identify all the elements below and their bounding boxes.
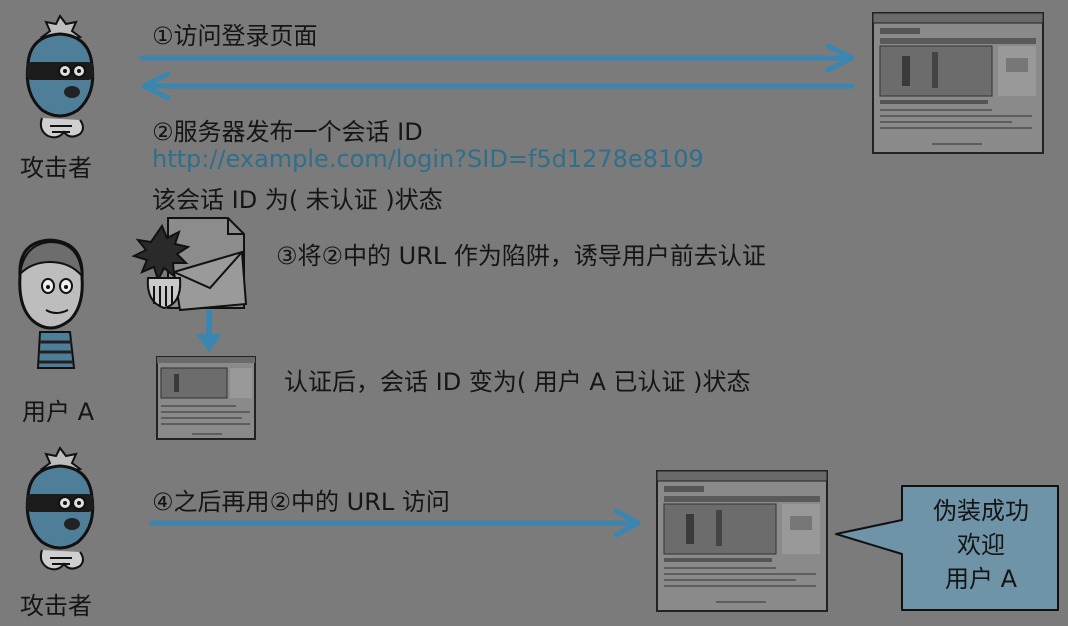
bubble-line1: 伪装成功 xyxy=(933,497,1029,525)
browser-page-icon xyxy=(872,12,1044,154)
arrow-icon xyxy=(196,310,222,352)
speech-bubble-icon xyxy=(835,485,1059,611)
step1-label: ①访问登录页面 xyxy=(152,22,318,50)
state-unauth-label: 该会话 ID 为( 未认证 )状态 xyxy=(152,186,443,214)
step3-label: ③将②中的 URL 作为陷阱，诱导用户前去认证 xyxy=(276,242,766,270)
bubble-line3: 用户 A xyxy=(944,565,1018,593)
role-attacker-bottom: 攻击者 xyxy=(20,592,92,620)
state-auth-label: 认证后，会话 ID 变为( 用户 A 已认证 )状态 xyxy=(284,368,751,396)
user-icon xyxy=(18,238,84,369)
role-attacker-top: 攻击者 xyxy=(20,154,92,182)
attacker-icon xyxy=(25,446,95,571)
trap-mail-icon xyxy=(131,217,248,312)
attacker-icon xyxy=(25,14,95,139)
bubble-line2: 欢迎 xyxy=(957,531,1005,559)
bubble-text: 伪装成功 欢迎 用户 A xyxy=(904,494,1058,596)
arrow-icon xyxy=(139,43,855,101)
step4-label: ④之后再用②中的 URL 访问 xyxy=(152,488,450,516)
role-user-a: 用户 A xyxy=(22,398,95,426)
session-url: http://example.com/login?SID=f5d1278e810… xyxy=(152,145,704,173)
arrow-icon xyxy=(149,508,641,538)
browser-page-icon xyxy=(156,356,256,440)
step2-label: ②服务器发布一个会话 ID xyxy=(152,118,423,146)
browser-page-icon xyxy=(656,470,828,612)
